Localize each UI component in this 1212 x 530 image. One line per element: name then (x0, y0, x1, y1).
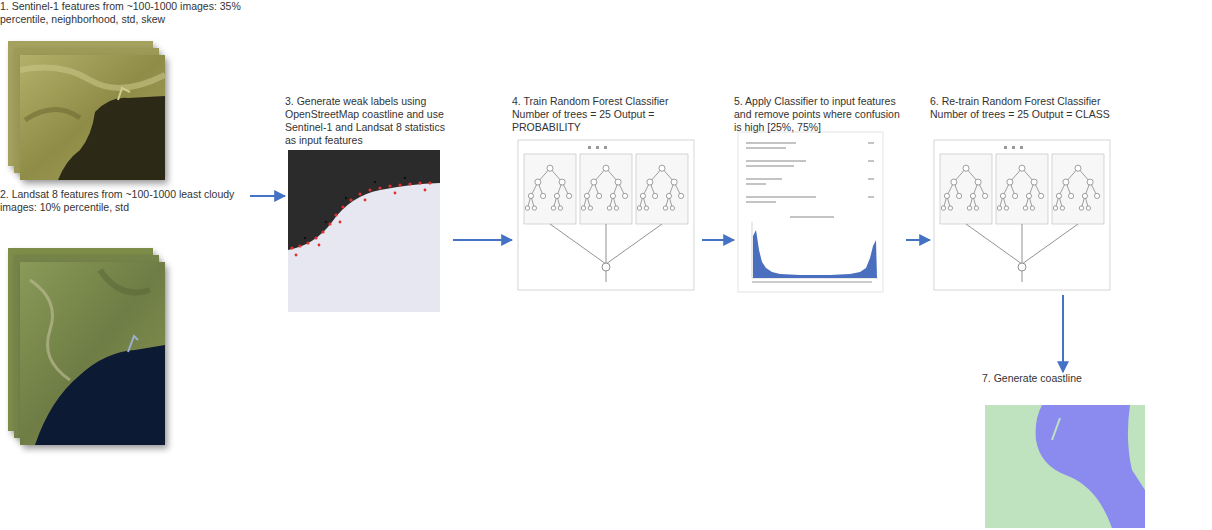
random-forest-figure (934, 140, 1110, 290)
flow-arrow (906, 239, 930, 241)
step-label: 4. Train Random Forest Classifier Number… (512, 95, 702, 134)
landsat-image-stack (8, 248, 165, 445)
flow-arrow (250, 195, 285, 197)
step-label: 6. Re-train Random Forest Classifier Num… (930, 95, 1122, 121)
step-node: 5. Apply Classifier to input features an… (734, 95, 906, 295)
step-label: 2. Landsat 8 features from ~100-1000 lea… (0, 188, 250, 214)
step-label: 1. Sentinel-1 features from ~100-1000 im… (0, 0, 250, 26)
random-forest-figure (518, 140, 694, 290)
step-label: 3. Generate weak labels using OpenStreet… (285, 95, 453, 147)
step-node: 3. Generate weak labels using OpenStreet… (285, 95, 453, 315)
sentinel-image-stack (8, 41, 165, 180)
step-node: 7. Generate coastline (982, 372, 1147, 528)
step-node: 2. Landsat 8 features from ~100-1000 lea… (0, 188, 250, 448)
step-node: 1. Sentinel-1 features from ~100-1000 im… (0, 0, 250, 182)
coastline-map (985, 405, 1145, 528)
flow-arrow (453, 239, 512, 241)
step-node: 4. Train Random Forest Classifier Number… (512, 95, 702, 295)
step-label: 5. Apply Classifier to input features an… (734, 95, 906, 134)
flow-arrow (1062, 295, 1064, 372)
flow-arrow (702, 239, 734, 241)
histogram-panel (738, 132, 883, 292)
step-node: 6. Re-train Random Forest Classifier Num… (930, 95, 1122, 295)
weak-label-image (288, 150, 440, 312)
step-label: 7. Generate coastline (982, 372, 1147, 385)
